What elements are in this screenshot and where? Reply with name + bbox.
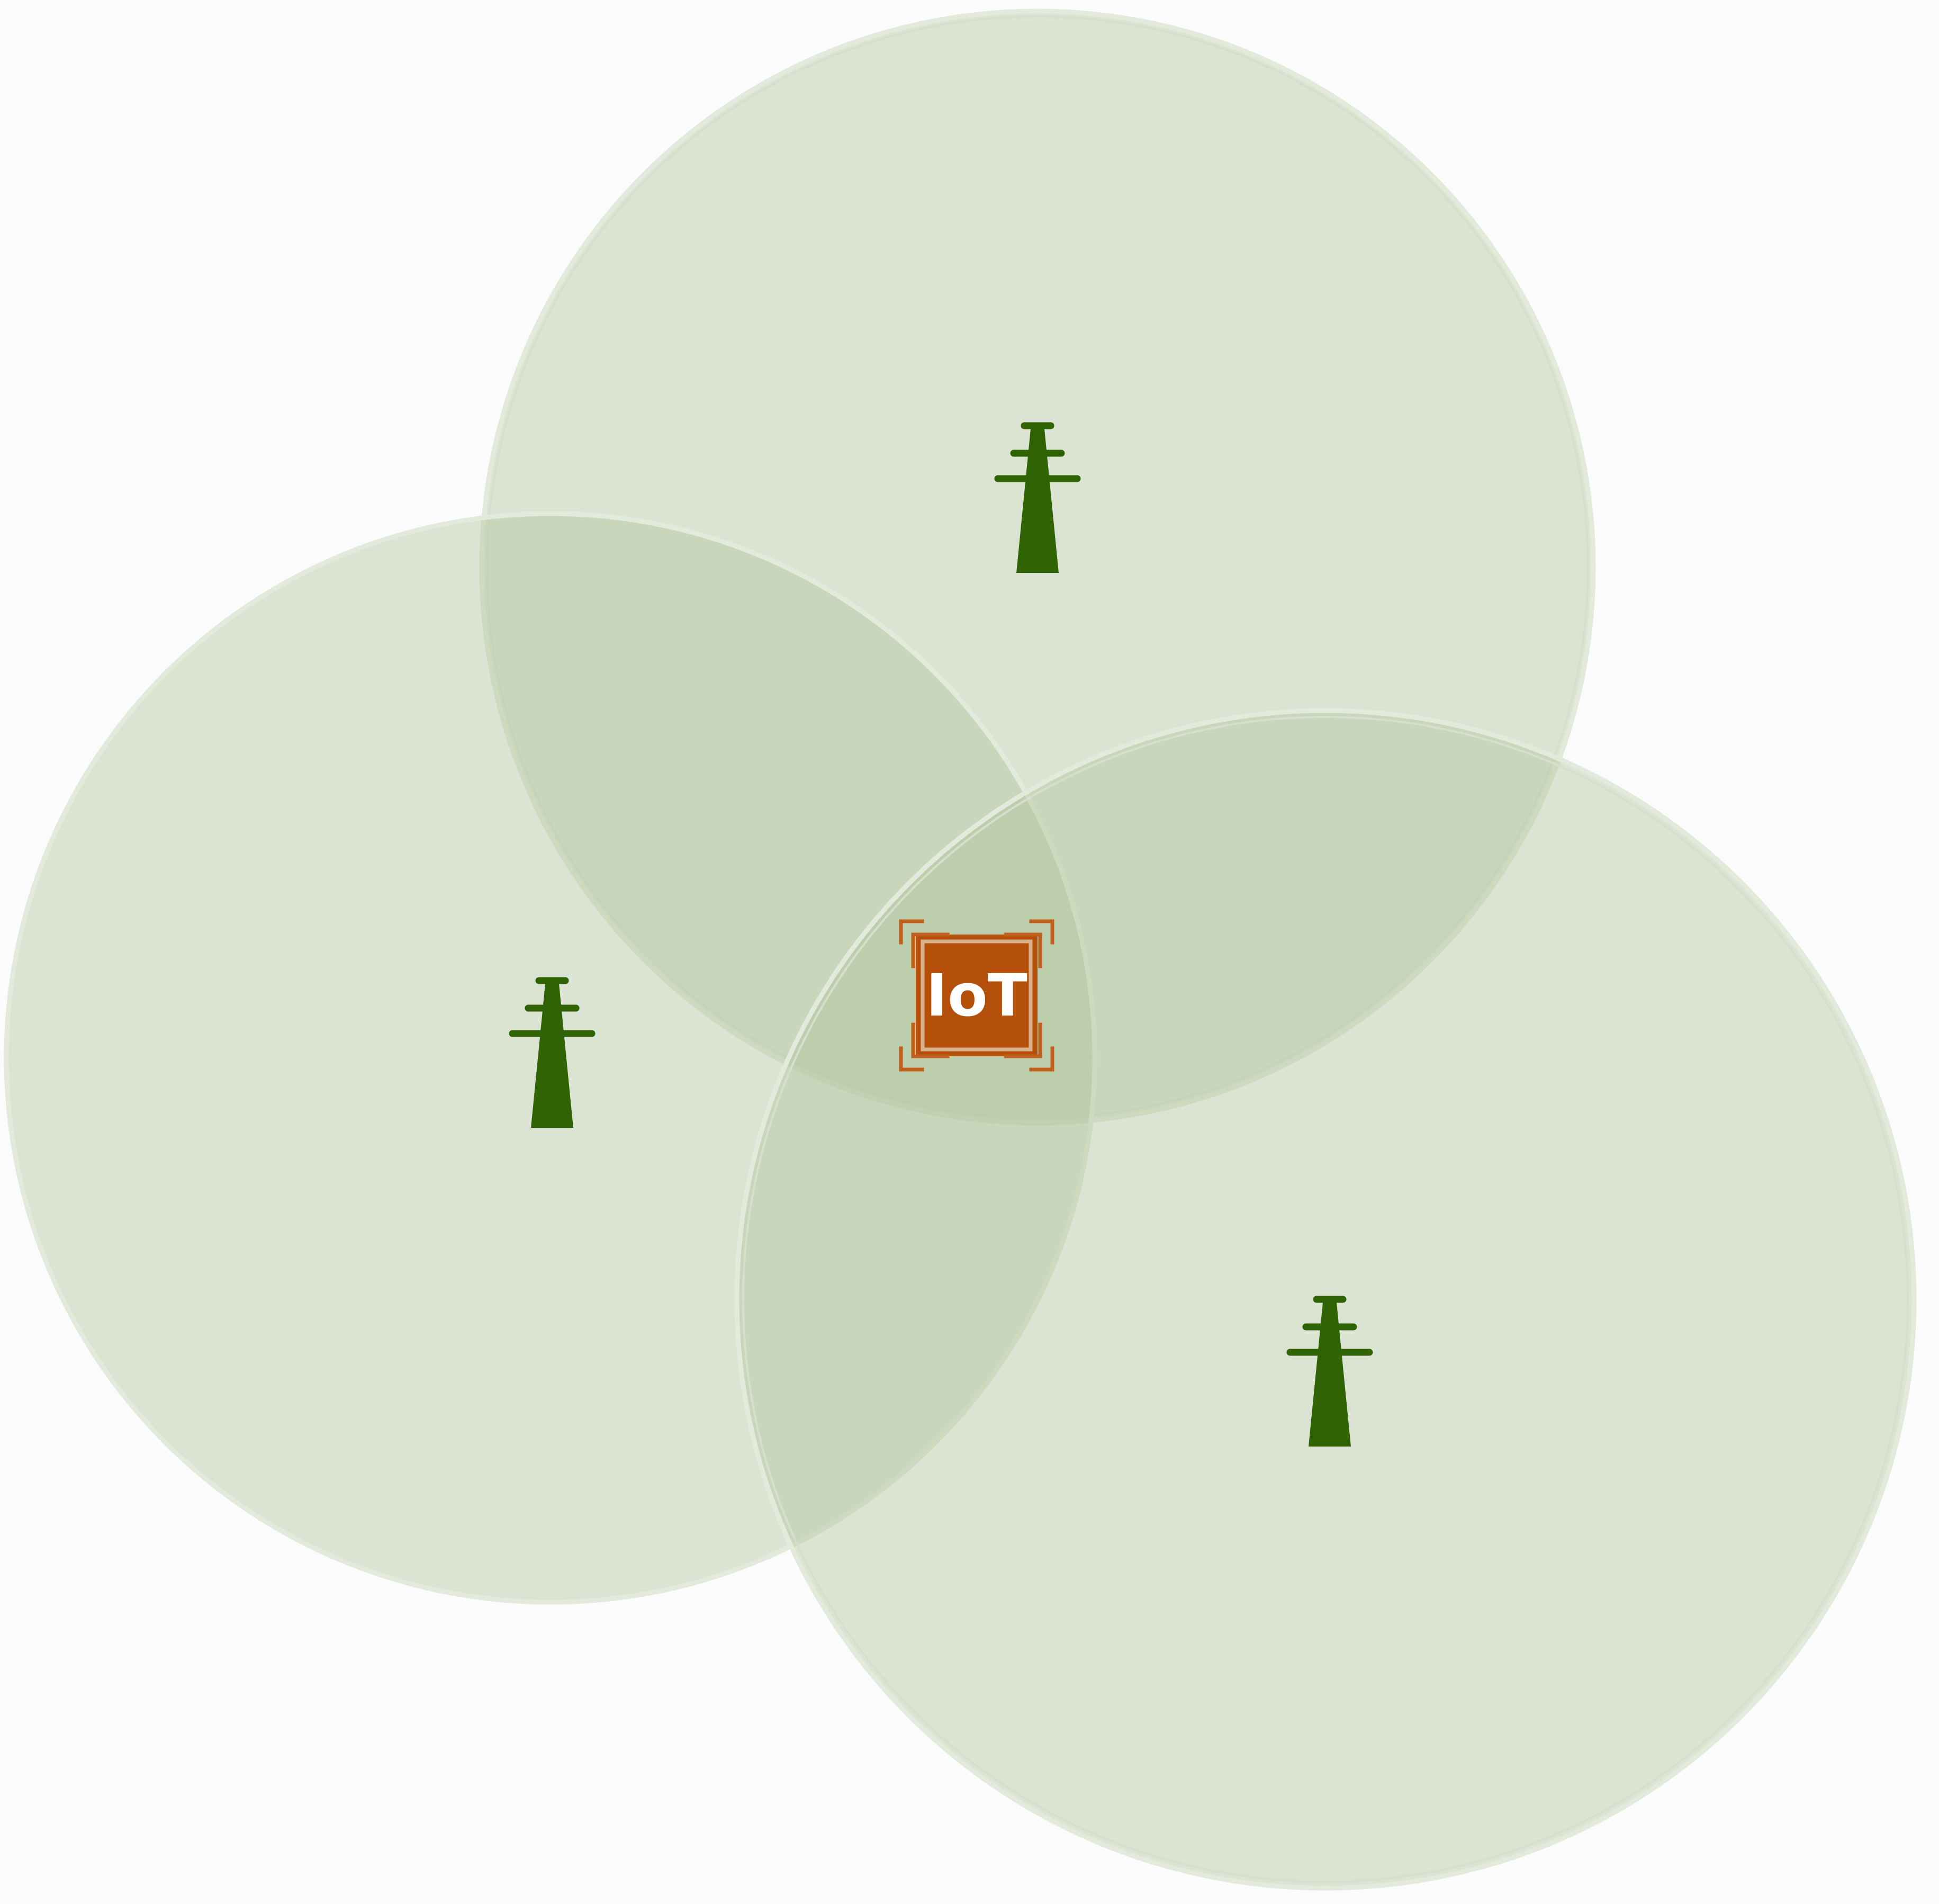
iot-chip-icon: IoT [899,919,1054,1072]
iot-device-label: IoT [926,962,1027,1029]
